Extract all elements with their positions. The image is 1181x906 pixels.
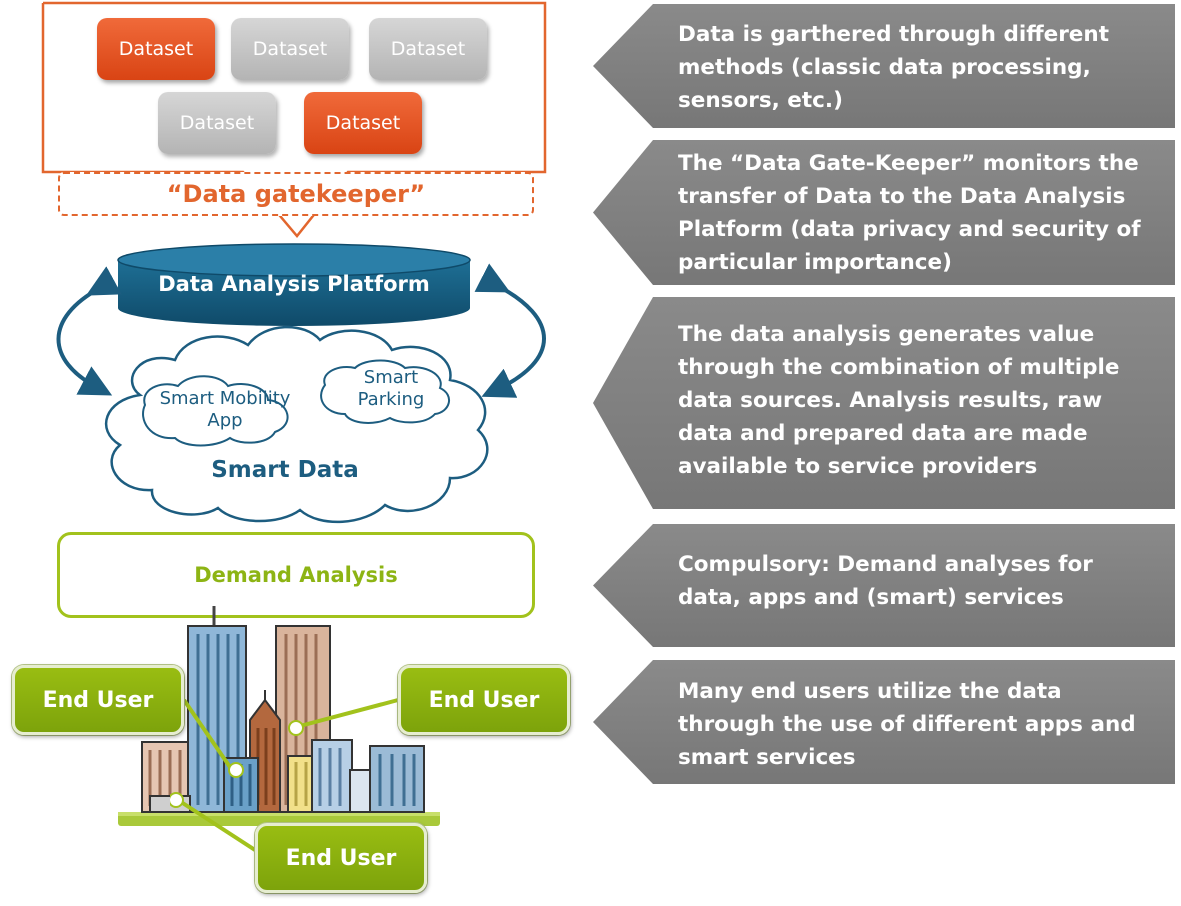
end-user-badge: End User (398, 665, 570, 735)
info-arrow-data-gathering: Data is garthered through different meth… (593, 4, 1175, 128)
database-cylinder (117, 243, 471, 326)
parking-cloud (320, 359, 450, 424)
end-user-connectors (170, 698, 399, 854)
platform-label: Data Analysis Platform (158, 272, 430, 296)
info-text: Compulsory: Demand analyses for data, ap… (678, 552, 1093, 610)
left-cycle-arrow (56, 266, 122, 396)
platform-cloud-graphic (56, 243, 546, 524)
dataset-box: Dataset (304, 92, 422, 154)
info-text: Data is garthered through different meth… (678, 22, 1109, 113)
end-user-badge: End User (255, 823, 427, 893)
smart-data-label: Smart Data (211, 457, 359, 483)
data-gatekeeper: “Data gatekeeper” (58, 172, 534, 216)
demand-analysis-box: Demand Analysis (57, 532, 535, 618)
dataset-box: Dataset (158, 92, 276, 154)
smart-mobility-app-label: Smart Mobility App (159, 388, 291, 431)
info-arrow-data-analysis: The data analysis generates value throug… (593, 297, 1175, 509)
info-text: Many end users utilize the data through … (678, 679, 1136, 770)
right-cycle-arrow (474, 263, 546, 398)
info-arrow-demand: Compulsory: Demand analyses for data, ap… (593, 524, 1175, 647)
info-text: The “Data Gate-Keeper” monitors the tran… (678, 151, 1141, 275)
info-text: The data analysis generates value throug… (678, 322, 1120, 479)
dataset-box: Dataset (369, 18, 487, 80)
smart-parking-label: Smart Parking (357, 367, 425, 410)
end-user-badge: End User (12, 665, 184, 735)
dataset-box: Dataset (231, 18, 349, 80)
mobility-app-cloud (142, 375, 289, 447)
dataset-box: Dataset (97, 18, 215, 80)
info-arrow-end-users: Many end users utilize the data through … (593, 660, 1175, 784)
info-arrow-gatekeeper: The “Data Gate-Keeper” monitors the tran… (593, 140, 1175, 285)
